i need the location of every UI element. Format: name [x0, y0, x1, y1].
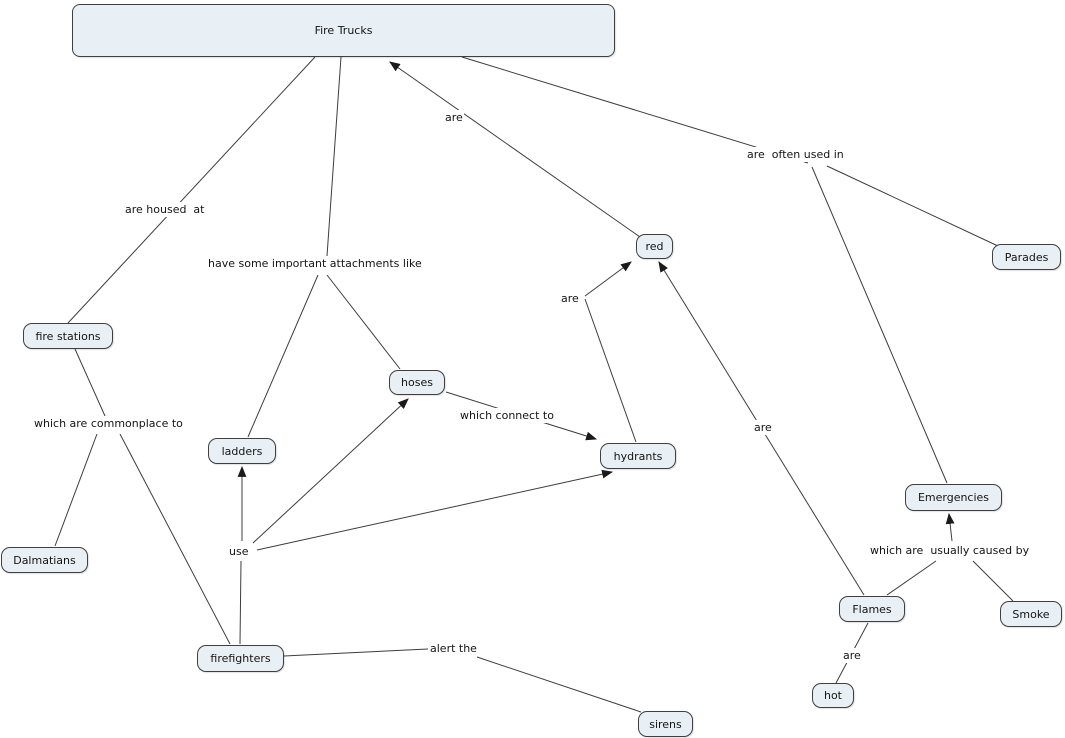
edge-attachments-hoses[interactable] — [326, 274, 401, 370]
edge-causedby-flames[interactable] — [886, 560, 937, 596]
link-label-caused-by[interactable]: which are usually caused by — [869, 543, 1031, 558]
node-ladders[interactable]: ladders — [208, 438, 276, 464]
edge-firetrucks-attachments[interactable] — [326, 56, 342, 257]
node-dalmatians[interactable]: Dalmatians — [1, 547, 88, 573]
link-label-attachments[interactable]: have some important attachments like — [207, 256, 423, 271]
link-label-which-connect-to[interactable]: which connect to — [459, 408, 555, 423]
edge-firefighters-alert[interactable] — [283, 648, 429, 657]
node-smoke[interactable]: Smoke — [1000, 601, 1062, 627]
edge-firestations-commonplace[interactable] — [74, 348, 106, 417]
node-hydrants[interactable]: hydrants — [600, 443, 676, 469]
edge-oftenused-parades[interactable] — [826, 165, 999, 247]
edge-use-hoses[interactable] — [252, 398, 409, 544]
edge-red-firetrucks[interactable] — [389, 61, 641, 238]
node-firefighters[interactable]: firefighters — [197, 645, 284, 672]
link-label-are-flames-hot[interactable]: are — [842, 648, 862, 663]
node-flames[interactable]: Flames — [839, 596, 905, 622]
edge-causedby-emergencies[interactable] — [945, 512, 955, 542]
node-emergencies[interactable]: Emergencies — [905, 484, 1002, 511]
edge-are-red[interactable] — [584, 261, 632, 297]
link-label-use[interactable]: use — [228, 544, 250, 559]
node-parades[interactable]: Parades — [992, 244, 1061, 270]
edge-use-firefighters[interactable] — [239, 560, 242, 645]
edge-attachments-ladders[interactable] — [247, 274, 319, 438]
edge-commonplace-firefighters[interactable] — [119, 433, 231, 645]
edge-oftenused-emergencies[interactable] — [811, 166, 948, 484]
edge-causedby-smoke[interactable] — [972, 560, 1014, 602]
node-fire-stations[interactable]: fire stations — [23, 323, 113, 349]
link-label-are-flames-red[interactable]: are — [753, 420, 773, 435]
link-label-commonplace-to[interactable]: which are commonplace to — [33, 416, 184, 431]
link-label-are-hyd-red[interactable]: are — [560, 291, 580, 306]
node-fire-trucks[interactable]: Fire Trucks — [72, 4, 615, 57]
node-red[interactable]: red — [636, 234, 673, 259]
link-label-often-used-in[interactable]: are often used in — [746, 147, 845, 162]
link-label-are-housed-at[interactable]: are housed at — [124, 202, 206, 217]
edge-firetrucks-oftenused[interactable] — [461, 56, 809, 164]
node-hoses[interactable]: hoses — [389, 370, 445, 395]
node-hot[interactable]: hot — [812, 683, 854, 708]
link-label-are-ft-red[interactable]: are — [444, 110, 464, 125]
edge-alert-sirens[interactable] — [476, 656, 642, 713]
edge-use-hydrants[interactable] — [256, 469, 614, 551]
link-label-alert-the[interactable]: alert the — [429, 641, 478, 656]
edge-firetrucks-firestations[interactable] — [67, 56, 316, 324]
node-sirens[interactable]: sirens — [638, 711, 693, 737]
edge-commonplace-dalmatians[interactable] — [54, 433, 98, 547]
edge-hydrants-are[interactable] — [584, 298, 637, 443]
